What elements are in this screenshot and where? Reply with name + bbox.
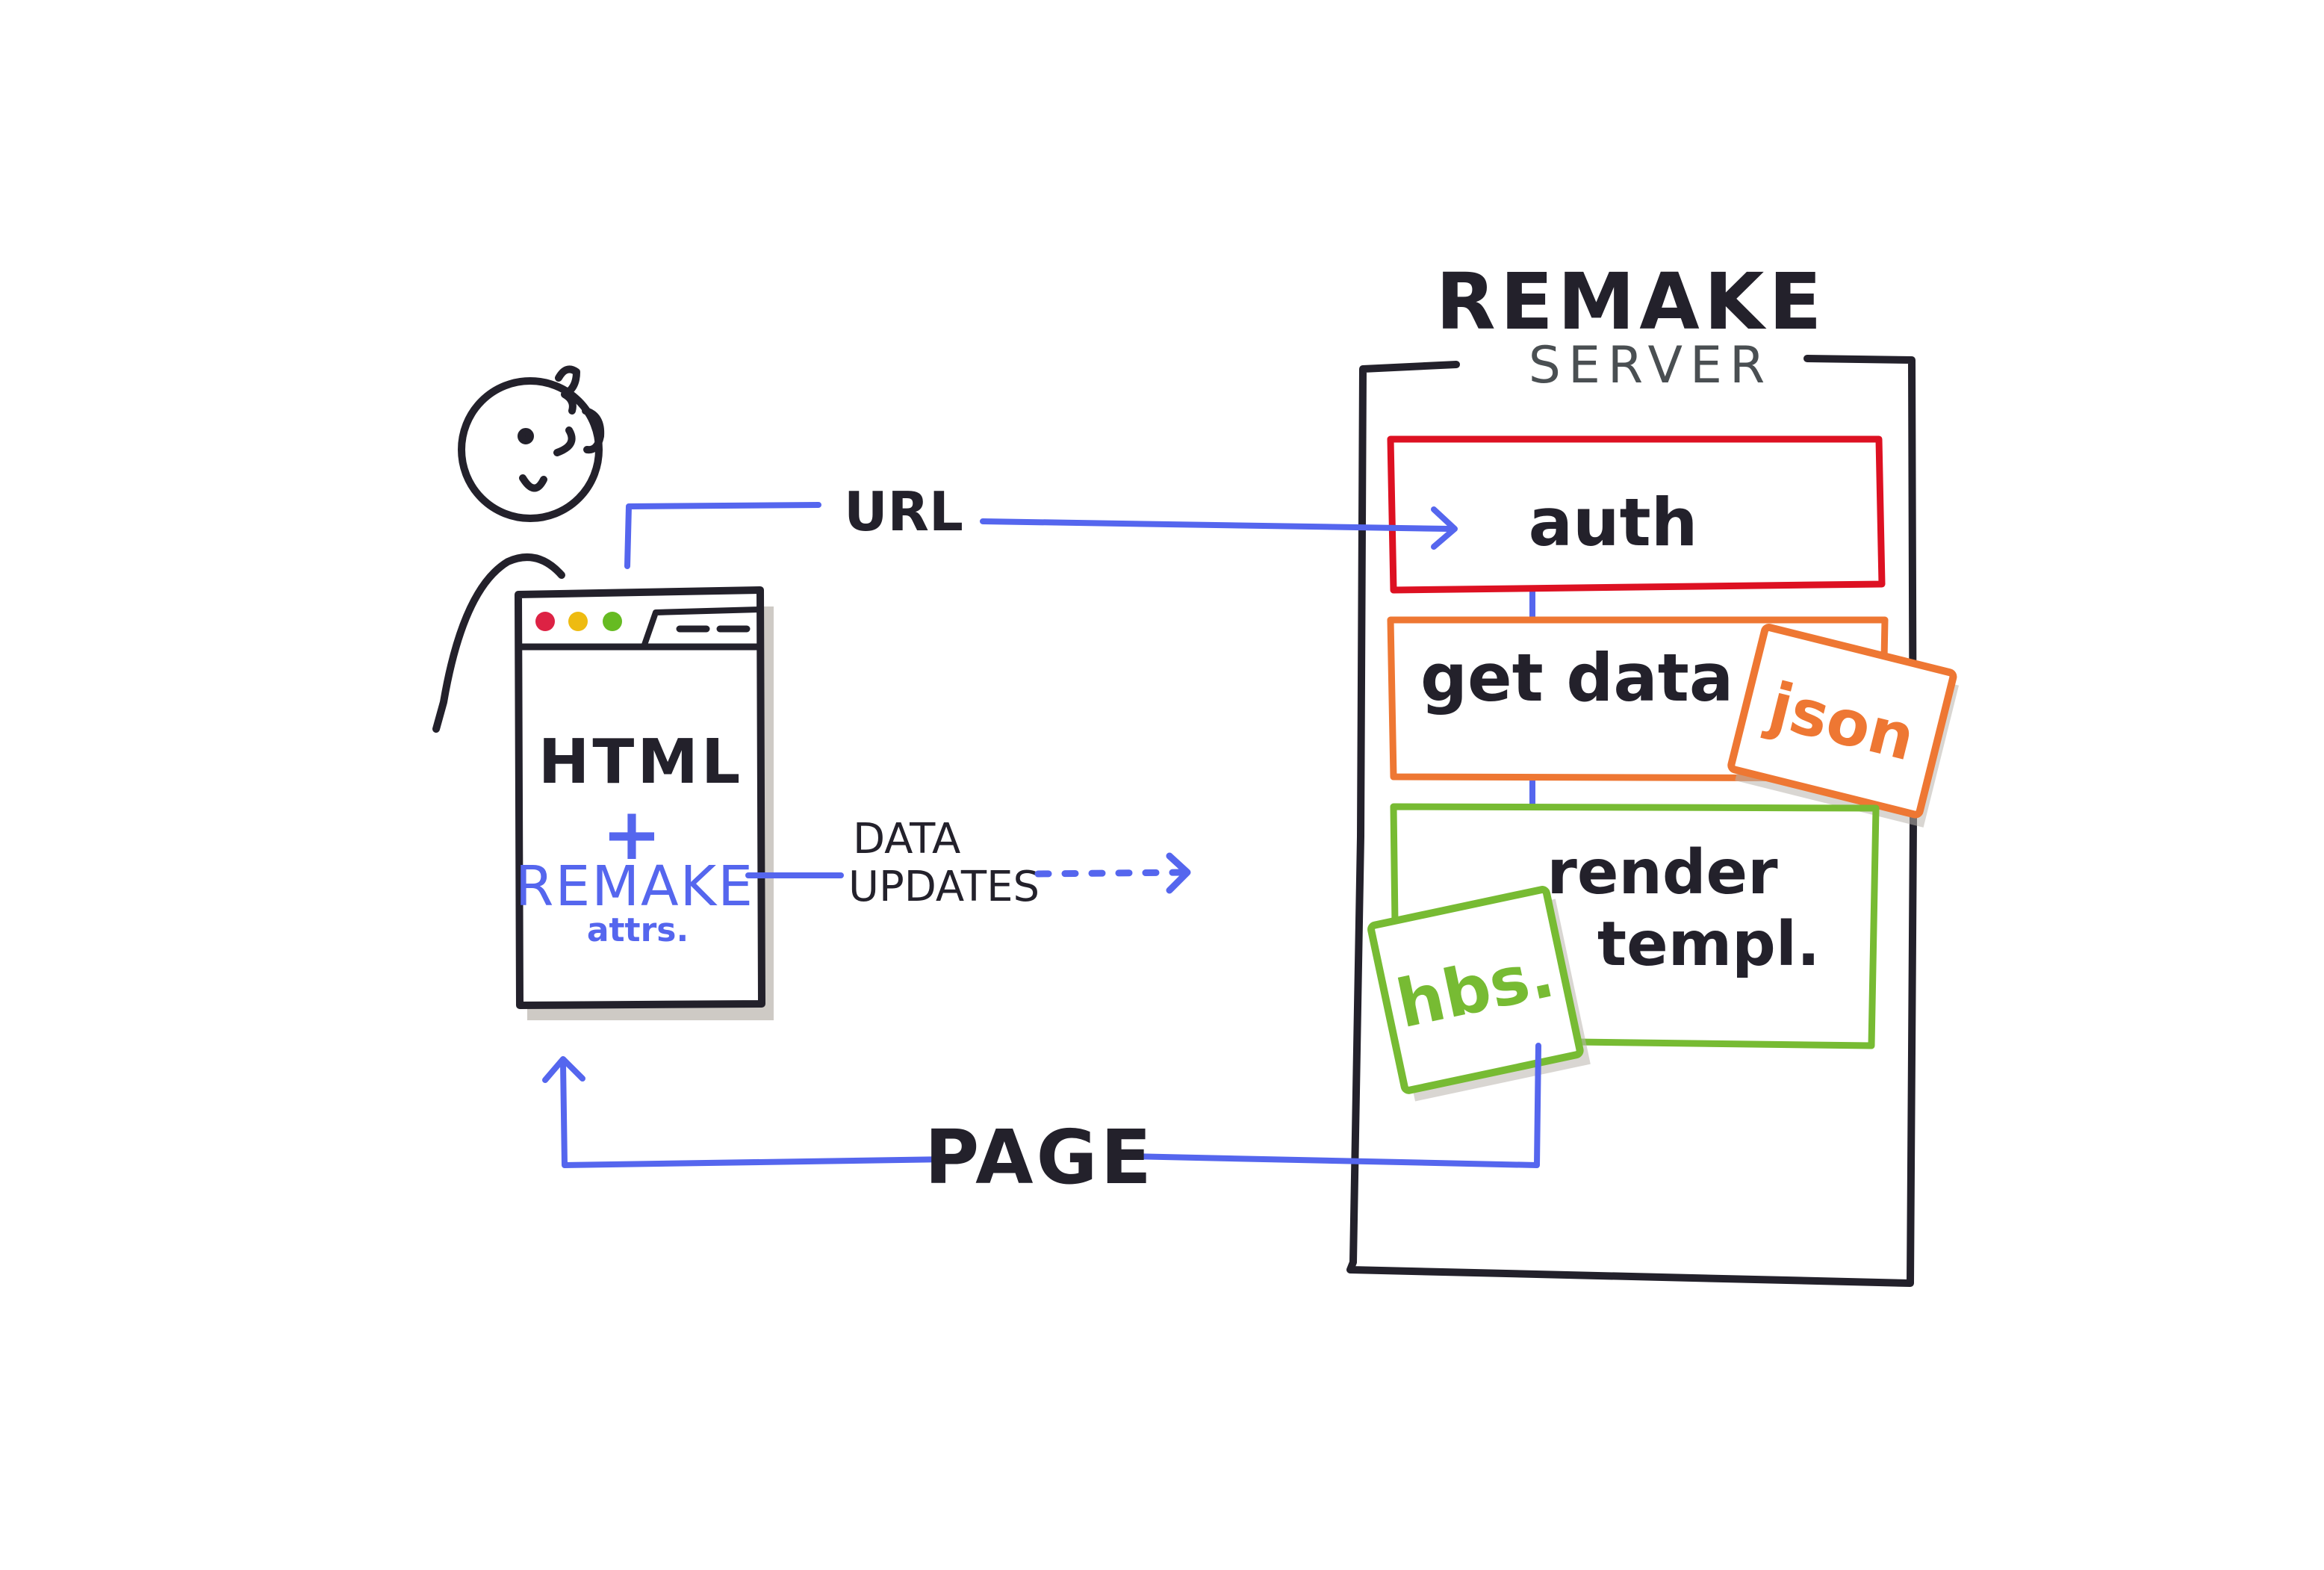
maximize-dot-icon bbox=[603, 612, 622, 631]
server-title: REMAKE bbox=[1436, 256, 1827, 347]
user-head bbox=[458, 377, 603, 522]
url-label: URL bbox=[844, 480, 963, 543]
auth-step-box bbox=[1387, 435, 1886, 594]
user-body bbox=[432, 553, 565, 733]
page-arrowhead bbox=[542, 1056, 585, 1083]
user-ear bbox=[582, 407, 605, 454]
browser-html-label: HTML bbox=[538, 727, 743, 798]
user-mouth bbox=[519, 474, 547, 492]
data-updates-label-line2: UPDATES bbox=[848, 863, 1040, 911]
browser-remake-label: REMAKE bbox=[515, 854, 754, 919]
get-data-step-label: get data bbox=[1420, 639, 1733, 716]
browser-frame bbox=[515, 586, 765, 1009]
json-badge: json bbox=[1727, 624, 1960, 828]
browser-window: HTML + REMAKE attrs. bbox=[515, 586, 774, 1020]
browser-attrs-label: attrs. bbox=[587, 911, 689, 949]
data-updates-label-line1: DATA bbox=[853, 815, 960, 863]
page-label: PAGE bbox=[925, 1114, 1155, 1201]
url-arrowhead bbox=[1431, 506, 1458, 550]
render-step-label-line2: templ. bbox=[1597, 909, 1820, 980]
browser-tab bbox=[641, 606, 761, 648]
close-dot-icon bbox=[535, 612, 555, 631]
hbs-badge: hbs. bbox=[1367, 886, 1591, 1102]
user-nose bbox=[553, 426, 576, 456]
data-updates-dotted-arrow bbox=[1034, 869, 1188, 878]
page-response-arrow bbox=[542, 1043, 1541, 1168]
user-figure bbox=[432, 365, 605, 733]
user-eye bbox=[518, 428, 534, 444]
render-step-label-line1: render bbox=[1547, 837, 1778, 908]
data-updates-arrowhead bbox=[1166, 852, 1191, 894]
user-hair bbox=[555, 365, 580, 415]
server-subtitle: SERVER bbox=[1529, 336, 1772, 395]
url-request-arrow bbox=[624, 502, 1458, 569]
browser-plus-sign: + bbox=[602, 792, 662, 876]
auth-step-label: auth bbox=[1529, 484, 1698, 561]
minimize-dot-icon bbox=[568, 612, 588, 631]
